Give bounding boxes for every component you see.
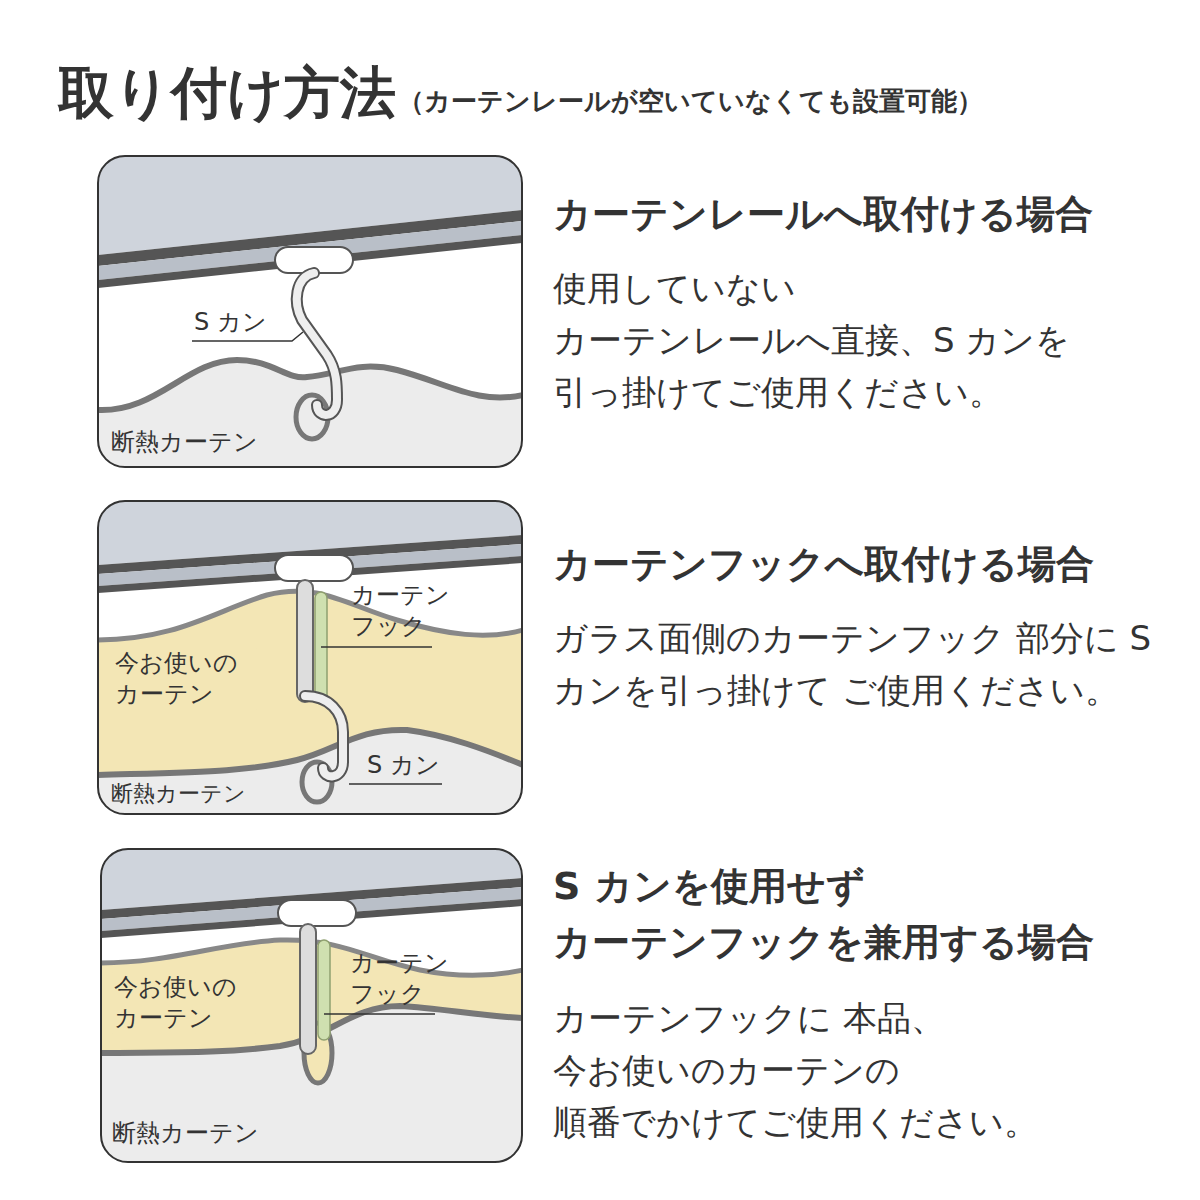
case-instructions: ガラス面側のカーテンフック 部分に S カンを引っ掛けて ご使用ください。 [553, 612, 1153, 716]
part-label: S カン [194, 307, 304, 338]
page-title: 取り付け方法 [58, 58, 396, 128]
part-label: 断熱カーテン [111, 780, 311, 809]
illustration-panel: S カン断熱カーテン [97, 155, 523, 468]
part-label: 今お使いの カーテン [110, 972, 258, 1034]
part-label: カーテン フック [351, 580, 471, 642]
illustration-panel: 今お使いの カーテン カーテン フック断熱カーテン [100, 848, 523, 1163]
part-label: カーテン フック [350, 948, 470, 1010]
case-heading: カーテンフックへ取付ける場合 [553, 536, 1153, 592]
part-label: 断熱カーテン [111, 427, 311, 458]
case-instructions: 使用していない カーテンレールへ直接、S カンを 引っ掛けてご使用ください。 [553, 262, 1153, 418]
part-label: 今お使いの カーテン [111, 648, 259, 710]
case-heading: S カンを使用せず カーテンフックを兼用する場合 [553, 858, 1153, 970]
subtitle-note: （カーテンレールが空いていなくても設置可能） [398, 84, 983, 118]
case-heading: カーテンレールへ取付ける場合 [553, 186, 1153, 242]
part-label: S カン [367, 750, 477, 781]
illustration-panel: カーテン フック今お使いの カーテン S カン断熱カーテン [97, 500, 523, 815]
part-label: 断熱カーテン [112, 1118, 312, 1149]
case-instructions: カーテンフックに 本品、今お使いのカーテンの 順番でかけてご使用ください。 [553, 992, 1153, 1148]
rail-illustration [97, 155, 523, 468]
